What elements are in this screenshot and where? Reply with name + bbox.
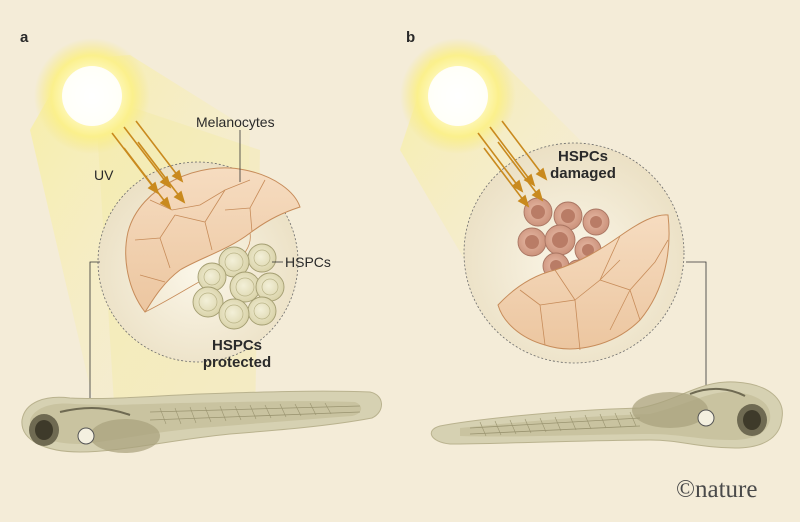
zoom-marker-a xyxy=(77,427,95,445)
hspcs-damaged-line1: HSPCs xyxy=(557,148,609,165)
hspc-cell xyxy=(247,296,277,326)
hspc-cell xyxy=(218,298,250,330)
hspcs-protected-line1: HSPCs xyxy=(211,337,263,354)
hspcs-damaged-label: HSPCs damaged xyxy=(543,148,623,182)
panel-label-a: a xyxy=(20,29,29,46)
hspc-cell xyxy=(229,271,261,303)
melanocyte-shell-b xyxy=(497,214,670,351)
hspc-cluster-protected xyxy=(192,243,285,330)
panel-a xyxy=(21,38,382,453)
hspcs-label: HSPCs xyxy=(285,254,331,270)
zebrafish-larva-a xyxy=(21,390,382,453)
panel-b xyxy=(400,38,783,449)
zoom-leader-b xyxy=(686,261,707,410)
nature-credit: ©nature xyxy=(676,476,758,503)
melanocytes-label: Melanocytes xyxy=(196,114,275,130)
panel-label-b: b xyxy=(406,29,416,46)
hspc-cell xyxy=(192,286,224,318)
uv-label: UV xyxy=(94,167,114,183)
uv-arrows-a xyxy=(111,120,186,210)
zoom-marker-b xyxy=(697,409,715,427)
uv-arrows-b xyxy=(477,120,548,208)
hspc-cell xyxy=(247,243,277,273)
zebrafish-larva-b xyxy=(430,381,783,449)
hspcs-protected-label: HSPCs protected xyxy=(192,337,282,371)
hspcs-protected-line2: protected xyxy=(202,354,272,371)
zoom-leader-a xyxy=(89,261,100,432)
hspcs-damaged-line2: damaged xyxy=(550,165,616,182)
hspc-cell xyxy=(197,262,227,292)
